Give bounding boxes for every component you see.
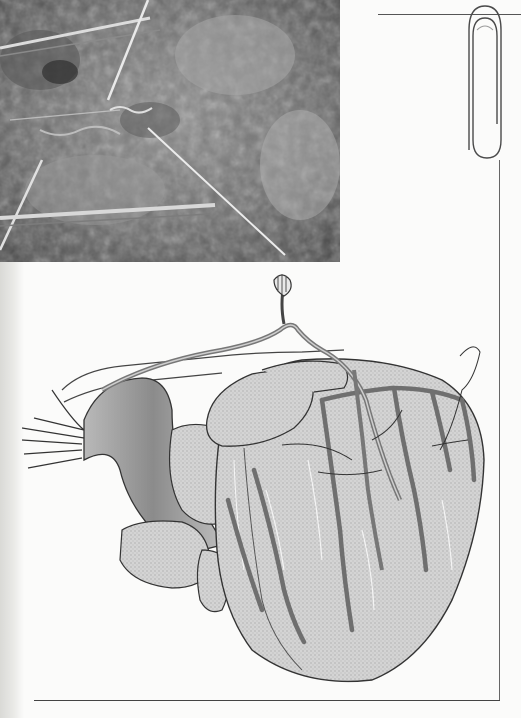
binding-shadow: [0, 260, 24, 718]
surgical-photo-image: [0, 0, 340, 262]
paperclip-icon: [457, 0, 507, 165]
surgical-photo: [0, 0, 340, 262]
heart-bypass-graft-illustration: [22, 270, 500, 695]
footer-rule: [34, 700, 500, 701]
